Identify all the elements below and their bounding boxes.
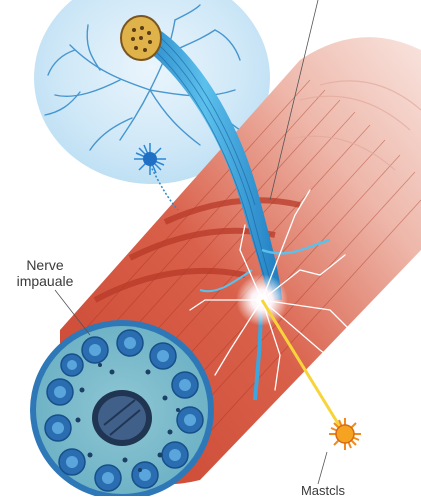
muscle-label: Mastcls [300,483,346,498]
nerve-impulse-label: Nerve impauale [10,257,80,289]
electric-spark [189,189,351,431]
nerve-receptor-starburst [134,143,179,211]
neuron-dendrite-tree [34,0,270,184]
nerve-label-line1: Nerve [26,257,64,273]
muscle-cross-section [30,320,214,496]
top-leader [269,0,319,201]
muscle-receptor-starburst [329,418,361,450]
nerve-label-line2: impauale [16,273,74,289]
nerve-label-leader [54,289,91,336]
muscle-label-leader [317,451,328,485]
